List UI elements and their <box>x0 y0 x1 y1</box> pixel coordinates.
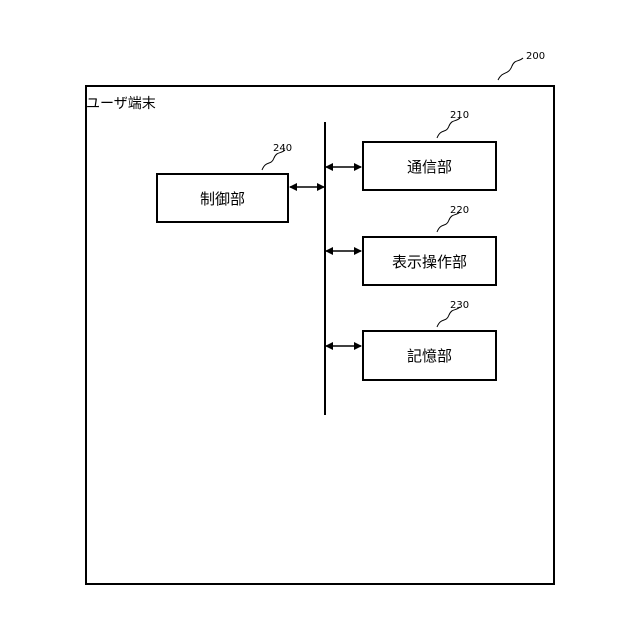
control-label: 制御部 <box>200 188 245 209</box>
control-ref: 240 <box>273 143 292 154</box>
control-block: 制御部 <box>156 173 289 223</box>
leader-line-200 <box>498 58 523 80</box>
communication-block: 通信部 <box>362 141 497 191</box>
display-operation-block: 表示操作部 <box>362 236 497 286</box>
storage-label: 記憶部 <box>407 345 452 366</box>
communication-label: 通信部 <box>407 156 452 177</box>
user-terminal-ref: 200 <box>526 51 545 62</box>
user-terminal-title: ユーザ端末 <box>86 93 156 113</box>
communication-ref: 210 <box>450 110 469 121</box>
display-operation-label: 表示操作部 <box>392 251 467 272</box>
display-operation-ref: 220 <box>450 205 469 216</box>
storage-ref: 230 <box>450 300 469 311</box>
storage-block: 記憶部 <box>362 330 497 381</box>
